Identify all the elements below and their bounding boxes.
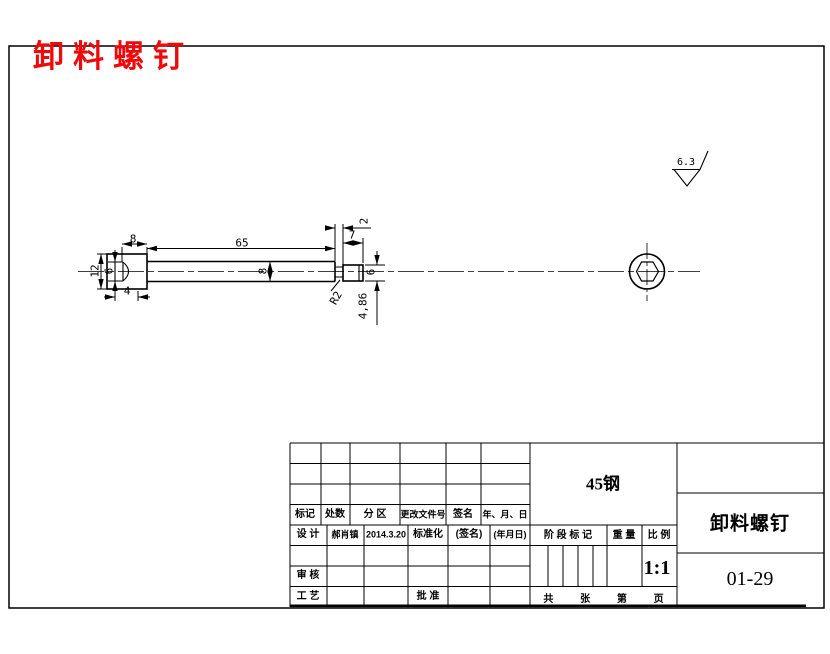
- screw-end-view: [628, 253, 666, 290]
- dim-head-length: 8: [129, 232, 137, 246]
- tb-process-label: 工 艺: [296, 591, 320, 602]
- tb-scale-value: 1:1: [643, 557, 671, 579]
- tb-designer-name: 郝肖镇: [331, 529, 359, 540]
- tb-sheet-total-label: 共: [543, 593, 554, 605]
- dim-shank-length: 65: [235, 236, 249, 250]
- tb-drawing-number: 01-29: [726, 568, 774, 590]
- tb-rev-zone: 分 区: [363, 509, 387, 520]
- tb-approve-label: 批 准: [416, 591, 440, 602]
- tb-sign-placeholder: (签名): [455, 529, 483, 540]
- tb-standardization-label: 标准化: [413, 529, 443, 540]
- dim-tip-offset: 4,86: [356, 292, 370, 320]
- tb-sheet-no-label: 第: [616, 593, 627, 605]
- tb-rev-sign: 签名: [453, 509, 473, 520]
- centerlines: [78, 243, 700, 301]
- tb-design-date: 2014.3.20: [365, 529, 407, 540]
- dim-socket-depth: 4: [123, 284, 131, 298]
- tb-design-label: 设 计: [296, 529, 320, 540]
- tb-rev-date: 年、月、日: [482, 509, 528, 520]
- dim-head-diameter: 12: [88, 264, 102, 278]
- page-title: 卸料螺钉: [33, 39, 193, 74]
- dim-tip-diameter: 6: [364, 268, 378, 276]
- screw-side-view: [106, 253, 364, 290]
- tb-rev-count: 处数: [325, 509, 345, 520]
- dimension-lines: [97, 224, 385, 325]
- tb-rev-mark: 标记: [295, 509, 315, 520]
- tb-sheet-page-label: 页: [653, 593, 664, 605]
- tb-sheet-row: 共 张 第 页: [530, 587, 677, 607]
- drawing-frame: [8, 45, 825, 609]
- tb-sheet-zhang-label: 张: [580, 593, 591, 605]
- dim-neck-length: 2: [357, 217, 371, 225]
- tb-stage-header: 阶 段 标 记: [543, 530, 593, 541]
- tb-part-name: 卸料螺钉: [709, 513, 791, 535]
- tb-weight-header: 重 量: [612, 530, 636, 541]
- dim-shank-diameter: 8: [256, 267, 270, 275]
- dim-socket-diameter: 6: [102, 267, 116, 275]
- tb-audit-label: 审 核: [296, 570, 320, 581]
- tb-material: 45钢: [586, 474, 620, 494]
- surface-roughness-symbol: [672, 150, 709, 187]
- tb-rev-docno: 更改文件号: [400, 509, 446, 520]
- roughness-value: 6.3: [676, 157, 696, 168]
- dim-tip-length: 7: [348, 228, 356, 242]
- tb-scale-header: 比 例: [647, 530, 671, 541]
- tb-date-placeholder: (年月日): [493, 529, 527, 540]
